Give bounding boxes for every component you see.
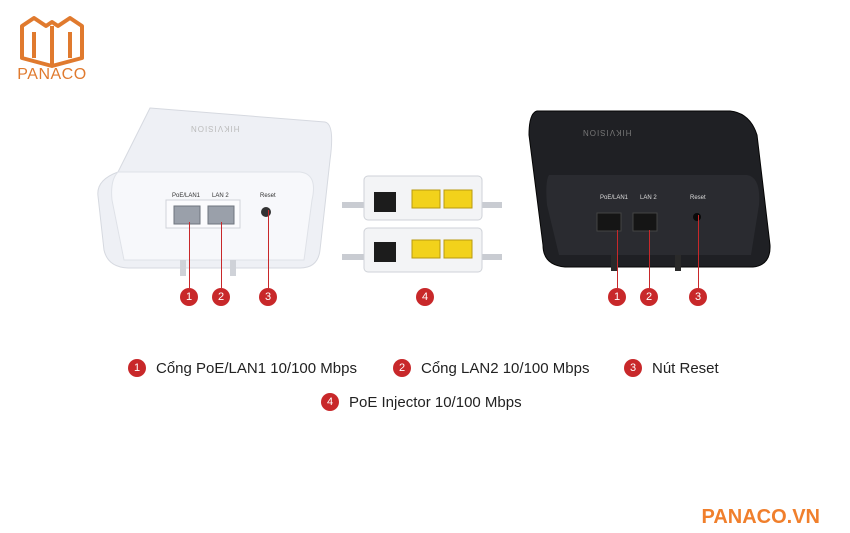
panaco-logo: PANACO [10, 12, 94, 92]
legend-badge: 3 [624, 359, 642, 377]
book-logo-icon [20, 16, 84, 68]
white-port1-label: PoE/LAN1 [172, 193, 201, 199]
logo-text: PANACO [17, 66, 87, 83]
lead-line [698, 215, 699, 288]
lead-line [617, 230, 618, 288]
legend-text: Nút Reset [652, 359, 719, 377]
legend-item: 4 PoE Injector 10/100 Mbps [321, 393, 522, 411]
callout-badge-3: 3 [259, 288, 277, 306]
black-reset-label: Reset [690, 195, 706, 201]
white-reset-label: Reset [260, 193, 276, 199]
black-port1-label: PoE/LAN1 [600, 195, 629, 201]
legend-text: Cổng PoE/LAN1 10/100 Mbps [156, 359, 357, 377]
lead-line [649, 230, 650, 288]
legend-text: PoE Injector 10/100 Mbps [349, 393, 522, 411]
callout-badge-1: 1 [180, 288, 198, 306]
legend-badge: 1 [128, 359, 146, 377]
legend-badge: 4 [321, 393, 339, 411]
poe-injector-image [342, 175, 502, 273]
callout-badge-1: 1 [608, 288, 626, 306]
lead-line [268, 210, 269, 288]
legend-item: 2 Cổng LAN2 10/100 Mbps [393, 359, 589, 377]
black-access-point-image [528, 110, 771, 271]
callout-badge-4: 4 [416, 288, 434, 306]
white-port2-label: LAN 2 [212, 193, 229, 199]
black-port2-label: LAN 2 [640, 195, 657, 201]
callout-badge-2: 2 [640, 288, 658, 306]
lead-line [189, 222, 190, 288]
white-device-brand: HIKVISION [190, 124, 240, 133]
lead-line [221, 222, 222, 288]
legend-text: Cổng LAN2 10/100 Mbps [421, 359, 590, 377]
footer-website: PANACO.VN [701, 506, 820, 528]
legend-item: 1 Cổng PoE/LAN1 10/100 Mbps [128, 359, 357, 377]
legend-badge: 2 [393, 359, 411, 377]
white-access-point-image [97, 107, 333, 276]
legend-item: 3 Nút Reset [624, 359, 719, 377]
black-device-brand: HIKVISION [582, 128, 632, 137]
callout-badge-2: 2 [212, 288, 230, 306]
callout-badge-3: 3 [689, 288, 707, 306]
